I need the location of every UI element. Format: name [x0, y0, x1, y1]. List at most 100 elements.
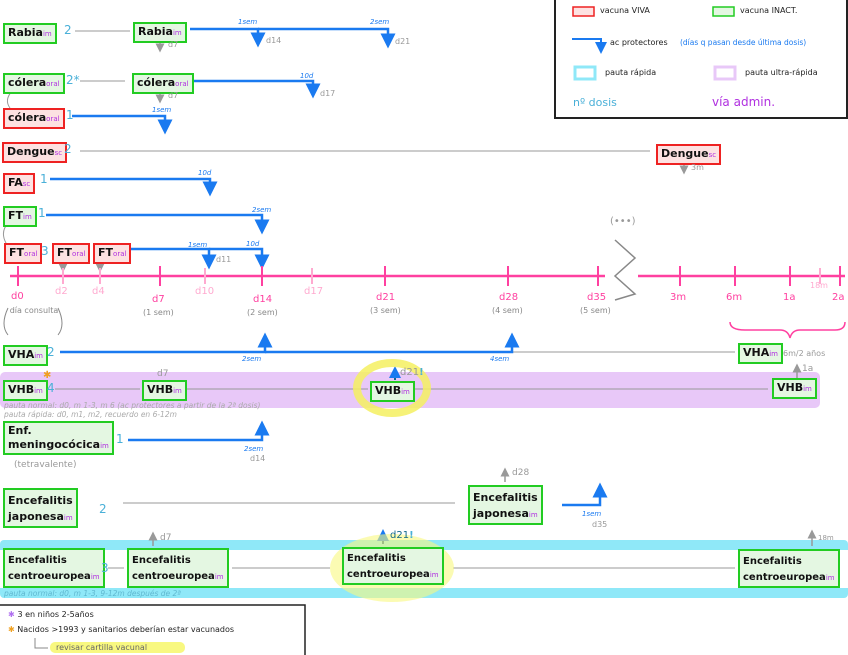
vha-4sem: 4sem — [490, 355, 510, 363]
timeline-gap: (•••) — [610, 216, 636, 227]
tick-d10: d10 — [195, 286, 215, 297]
fa-dose: FAsc — [3, 173, 36, 194]
dengue-dose-1: Denguesc — [2, 142, 68, 163]
meningo-dose: Enf.meningocócicaim — [3, 421, 114, 455]
sub-5sem: (5 sem) — [580, 306, 611, 315]
legend-doses: nº dosis — [573, 96, 617, 109]
sub-3sem: (3 sem) — [370, 306, 401, 315]
tick-2a: 2a — [832, 292, 845, 303]
highlight-vhb-d21 — [353, 359, 431, 417]
tick-d14: d14 — [253, 294, 273, 305]
japonesa-1sem: 1sem — [582, 510, 602, 518]
colera-inact-dose-1: cóleraoral — [3, 73, 65, 94]
centro-note: pauta normal: d0, m 1-3, 9-12m después d… — [4, 589, 181, 598]
rabia-d21: d21 — [395, 37, 411, 46]
centro-18m: 18m — [818, 534, 834, 542]
vha-doses: 2 — [47, 345, 55, 359]
colera-viva-doses: 1 — [66, 108, 74, 122]
tick-6m: 6m — [726, 292, 743, 303]
vhb-d21: d21! — [400, 367, 424, 378]
tick-d7: d7 — [152, 294, 165, 305]
footnote-2: ✱ Nacidos >1993 y sanitarios deberían es… — [8, 625, 235, 634]
legend-route: vía admin. — [712, 95, 776, 109]
sub-dia-consulta: día consulta — [9, 306, 59, 315]
footnote-3: revisar cartilla vacunal — [56, 643, 148, 652]
meningo-d14: d14 — [250, 454, 266, 463]
dengue-dose-2: Denguesc — [656, 144, 722, 165]
ft-im-2sem: 2sem — [252, 206, 272, 214]
colera-d17: d17 — [320, 89, 336, 98]
brace — [729, 321, 846, 339]
ft-oral-dose-3: FToral — [93, 243, 132, 264]
ft-oral-d11: d11 — [216, 255, 232, 264]
dengue-doses: 2 — [64, 142, 72, 156]
vha-2sem: 2sem — [242, 355, 262, 363]
colera-10d: 10d — [300, 72, 314, 80]
vhb-note-rapid: pauta rápida: d0, m1, m2, recuerdo en 6-… — [4, 410, 177, 419]
legend-live: vacuna VIVA — [600, 6, 650, 15]
legend-box — [554, 0, 848, 119]
vhb-1a: 1a — [802, 364, 814, 374]
japonesa-doses: 2 — [99, 502, 107, 516]
tick-d17: d17 — [304, 286, 324, 297]
star-icon: ✱ — [43, 370, 52, 381]
tick-d35: d35 — [587, 292, 607, 303]
ft-oral-dose-2: FToral — [52, 243, 91, 264]
tick-d0: d0 — [11, 291, 24, 302]
rabia-2sem: 2sem — [370, 18, 390, 26]
japonesa-d28: d28 — [512, 468, 530, 478]
tick-3m: 3m — [670, 292, 687, 303]
rabia-d14: d14 — [266, 36, 282, 45]
colera-d7: d7 — [168, 91, 179, 100]
colera-inact-dose-2: cóleraoral — [132, 73, 194, 94]
vha-dose-1: VHAim — [3, 345, 48, 366]
sub-2sem: (2 sem) — [247, 308, 278, 317]
colera-viva-dose: cóleraoral — [3, 108, 65, 129]
tick-d2: d2 — [55, 286, 68, 297]
ft-oral-dose-1: FToral — [4, 243, 43, 264]
vhb-dose-4: VHBim — [772, 378, 817, 399]
centro-d21: d21! — [390, 530, 414, 541]
vhb-dose-3: VHBim — [370, 381, 415, 402]
fa-doses: 1 — [40, 172, 48, 186]
fa-10d: 10d — [198, 169, 212, 177]
sub-1sem: (1 sem) — [143, 308, 174, 317]
star-icon: ✱ — [8, 625, 15, 634]
rabia-d7: d7 — [168, 40, 179, 49]
legend-protective-note: (días q pasan desde última dosis) — [680, 38, 807, 47]
meningo-doses: 1 — [116, 432, 124, 446]
legend-rapid: pauta rápida — [605, 68, 657, 77]
rabia-doses: 2 — [64, 23, 72, 37]
footnote-1: ✱ 3 en niños 2-5años — [8, 610, 94, 619]
vhb-dose-2: VHBim — [142, 380, 187, 401]
colera-inact-doses: 2* — [66, 73, 80, 87]
japonesa-d35: d35 — [592, 520, 608, 529]
footnote-box — [0, 604, 306, 655]
tick-d4: d4 — [92, 286, 105, 297]
legend-protective: ac protectores — [610, 38, 668, 47]
meningo-2sem: 2sem — [244, 445, 264, 453]
timeline-axis — [10, 266, 845, 286]
centro-doses: 3 — [101, 561, 109, 575]
tick-d28: d28 — [499, 292, 519, 303]
centro-d7: d7 — [160, 533, 172, 543]
colera-viva-1sem: 1sem — [152, 106, 172, 114]
vhb-note-normal: pauta normal: d0, m 1-3, m 6 (ac protect… — [4, 401, 261, 410]
ft-im-dose: FTim — [3, 206, 37, 227]
meningo-tetravalente: (tetravalente) — [14, 460, 77, 470]
sub-4sem: (4 sem) — [492, 306, 523, 315]
dengue-3m: 3m — [691, 163, 704, 172]
vhb-d7: d7 — [157, 369, 169, 379]
vha-dose-2: VHAim — [738, 343, 783, 364]
legend-ultra-rapid: pauta ultra-rápida — [745, 68, 818, 77]
vhb-doses: 4 — [47, 381, 55, 395]
legend-inactivated: vacuna INACT. — [740, 6, 798, 15]
ft-im-doses: 1 — [38, 206, 46, 220]
rabia-dose-2: Rabiaim — [133, 22, 187, 43]
